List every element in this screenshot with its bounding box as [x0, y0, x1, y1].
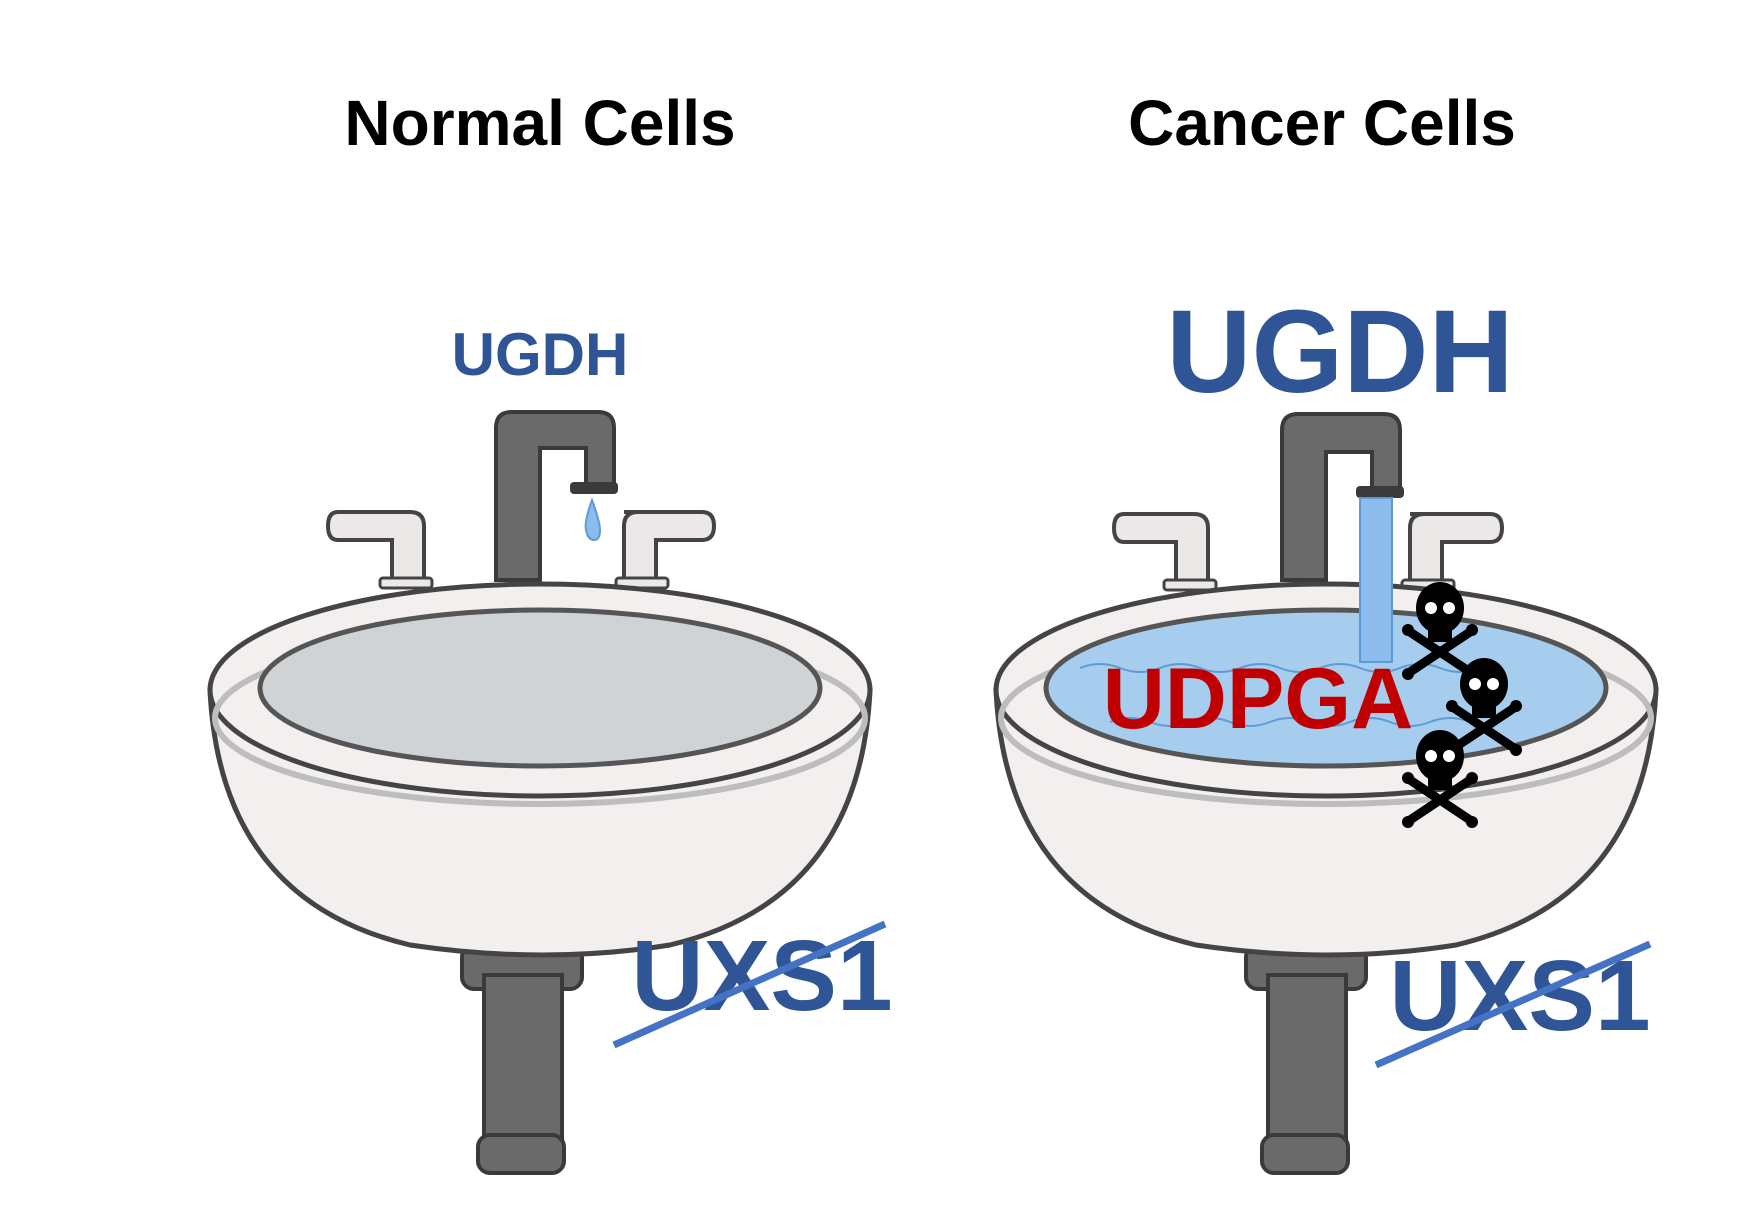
right-handle-icon — [1400, 512, 1505, 592]
drain-pipe-icon — [1244, 943, 1368, 1175]
ugdh-label-cancer: UGDH — [1166, 286, 1513, 418]
empty-basin — [257, 607, 823, 769]
uxs1-strikethrough-normal — [612, 920, 887, 1049]
skull-crossbones-icon — [1402, 730, 1478, 828]
water-ripple — [1109, 717, 1471, 727]
faucet-icon — [494, 410, 618, 582]
filled-basin-water — [1043, 607, 1609, 769]
water-stream-icon — [1359, 497, 1393, 663]
water-ripple — [1079, 663, 1481, 673]
skull-crossbones-icon — [1402, 582, 1478, 680]
ugdh-label-normal: UGDH — [452, 321, 629, 388]
faucet-icon — [1280, 412, 1404, 582]
sink-bowl — [207, 581, 873, 958]
uxs1-label-cancer: UXS1 — [1389, 940, 1650, 1052]
normal-cells-panel: Normal Cells UGDH — [207, 87, 893, 1175]
sink-bowl — [993, 581, 1659, 958]
left-handle-icon — [1111, 512, 1218, 592]
udpga-label: UDPGA — [1103, 651, 1414, 747]
cancer-cells-panel: Cancer Cells — [993, 87, 1659, 1175]
skull-crossbones-icon — [1446, 658, 1522, 756]
cancer-cells-title: Cancer Cells — [1128, 87, 1516, 159]
normal-cells-title: Normal Cells — [344, 87, 735, 159]
drain-pipe-icon — [460, 943, 584, 1175]
water-drop-icon — [584, 497, 602, 542]
right-handle-icon — [614, 510, 717, 590]
left-handle-icon — [325, 510, 434, 590]
uxs1-strikethrough-cancer — [1374, 940, 1652, 1069]
